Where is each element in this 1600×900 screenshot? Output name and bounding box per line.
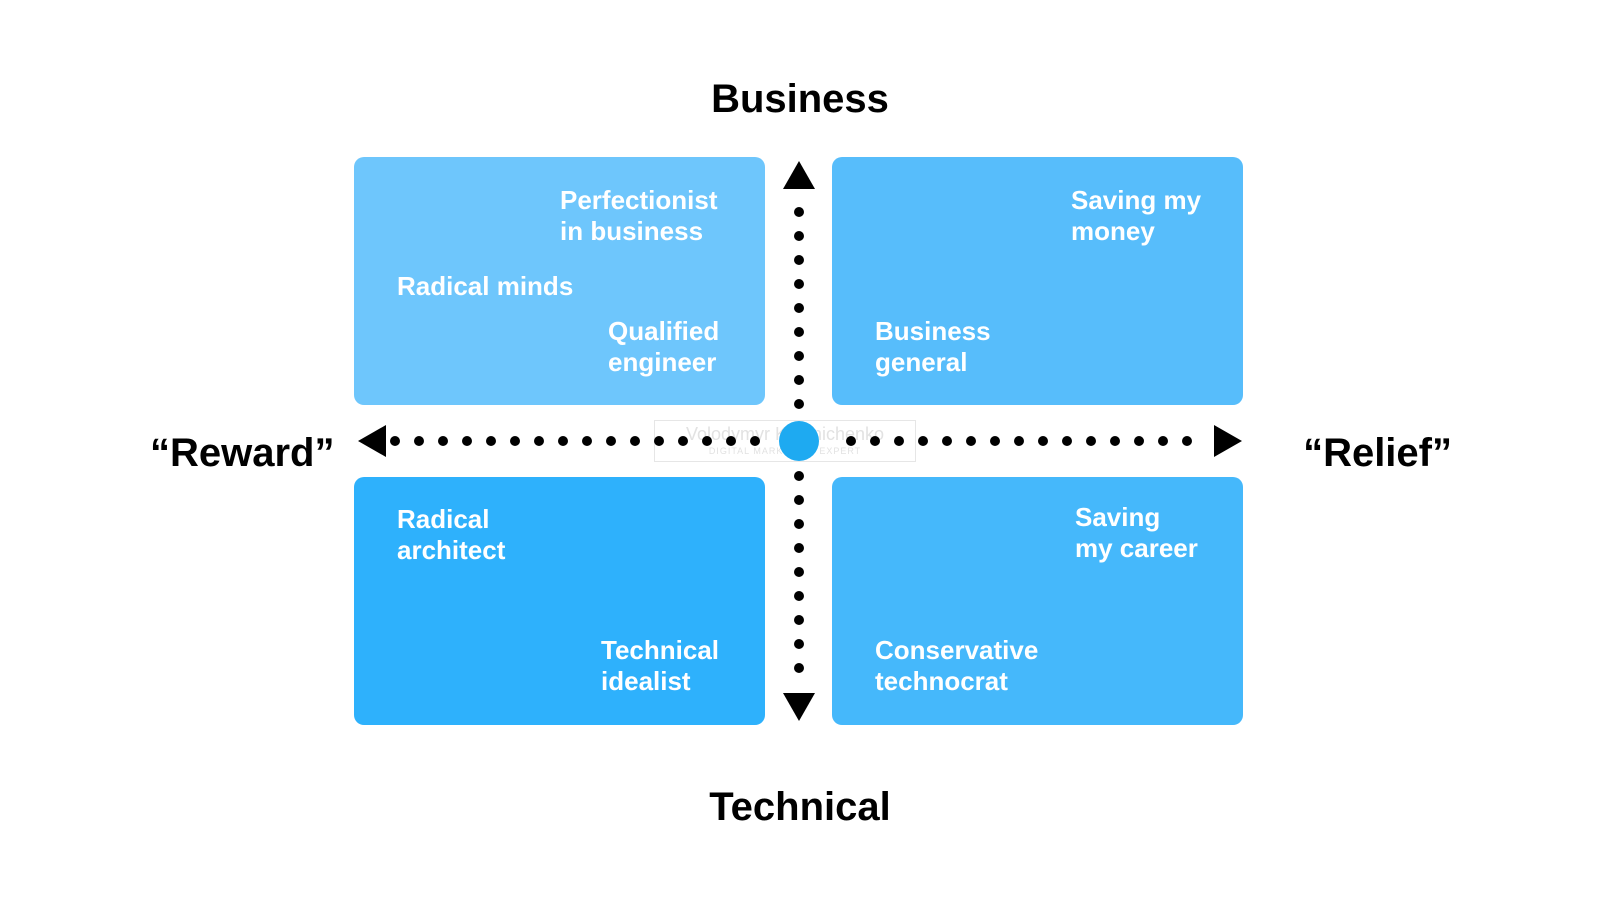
quadrant-top-right: Saving my money Business general — [832, 157, 1243, 405]
axis-dot — [606, 436, 616, 446]
axis-dot — [794, 327, 804, 337]
axis-dot — [794, 303, 804, 313]
axis-dot — [870, 436, 880, 446]
segment-saving-my-money: Saving my money — [1071, 185, 1202, 246]
axis-dot — [794, 207, 804, 217]
axis-dot — [794, 639, 804, 649]
segment-conservative-technocrat: Conservative technocrat — [875, 635, 1039, 696]
axis-label-reward: “Reward” — [150, 431, 335, 475]
axis-dot — [1110, 436, 1120, 446]
vertical-dotted-axis — [794, 207, 804, 673]
segment-qualified-engineer: Qualified engineer — [608, 316, 720, 377]
axis-dot — [794, 663, 804, 673]
horizontal-dotted-axis — [390, 436, 1192, 446]
axis-dot — [582, 436, 592, 446]
axis-dot — [894, 436, 904, 446]
axis-dot — [990, 436, 1000, 446]
axis-dot — [794, 351, 804, 361]
axis-dot — [1134, 436, 1144, 446]
segment-saving-my-career: Saving my career — [1075, 502, 1198, 563]
axis-dot — [794, 519, 804, 529]
axis-dot — [794, 255, 804, 265]
axis-dot — [794, 375, 804, 385]
axis-dot — [794, 471, 804, 481]
axis-dot — [702, 436, 712, 446]
axis-dot — [438, 436, 448, 446]
axis-label-relief: “Relief” — [1303, 431, 1452, 475]
axis-dot — [726, 436, 736, 446]
arrow-left-icon — [358, 425, 386, 457]
axis-dot — [750, 436, 760, 446]
arrow-up-icon — [783, 161, 815, 189]
axis-dot — [918, 436, 928, 446]
axis-dot — [390, 436, 400, 446]
segment-business-general: Business general — [875, 316, 991, 377]
axis-dot — [794, 231, 804, 241]
segment-radical-architect: Radical architect — [397, 504, 506, 565]
axis-dot — [794, 399, 804, 409]
axis-dot — [1086, 436, 1096, 446]
axis-dot — [414, 436, 424, 446]
axis-dot — [678, 436, 688, 446]
axis-dot — [630, 436, 640, 446]
axis-dot — [1062, 436, 1072, 446]
arrow-right-icon — [1214, 425, 1242, 457]
axis-dot — [558, 436, 568, 446]
axis-dot — [462, 436, 472, 446]
axis-dot — [486, 436, 496, 446]
axis-dot — [794, 495, 804, 505]
axis-dot — [1014, 436, 1024, 446]
axis-dot — [1182, 436, 1192, 446]
arrow-down-icon — [783, 693, 815, 721]
center-marker — [779, 421, 819, 461]
axis-dot — [794, 591, 804, 601]
axis-dot — [942, 436, 952, 446]
axis-dot — [510, 436, 520, 446]
axis-dot — [1038, 436, 1048, 446]
axis-dot — [794, 543, 804, 553]
segment-perfectionist-in-business: Perfectionist in business — [560, 185, 718, 246]
axis-dot — [1158, 436, 1168, 446]
axis-label-technical: Technical — [709, 785, 891, 829]
quadrant-bottom-right: Saving my career Conservative technocrat — [832, 477, 1243, 725]
axis-dot — [794, 279, 804, 289]
axis-dot — [794, 615, 804, 625]
axis-dot — [534, 436, 544, 446]
quadrant-bottom-left: Radical architect Technical idealist — [354, 477, 765, 725]
axis-label-business: Business — [711, 77, 889, 121]
segment-radical-minds: Radical minds — [397, 271, 574, 301]
axis-dot — [794, 567, 804, 577]
axis-dot — [654, 436, 664, 446]
quadrant-top-left: Perfectionist in business Radical minds … — [354, 157, 765, 405]
axis-dot — [846, 436, 856, 446]
segment-technical-idealist: Technical idealist — [601, 635, 720, 696]
axis-dot — [966, 436, 976, 446]
